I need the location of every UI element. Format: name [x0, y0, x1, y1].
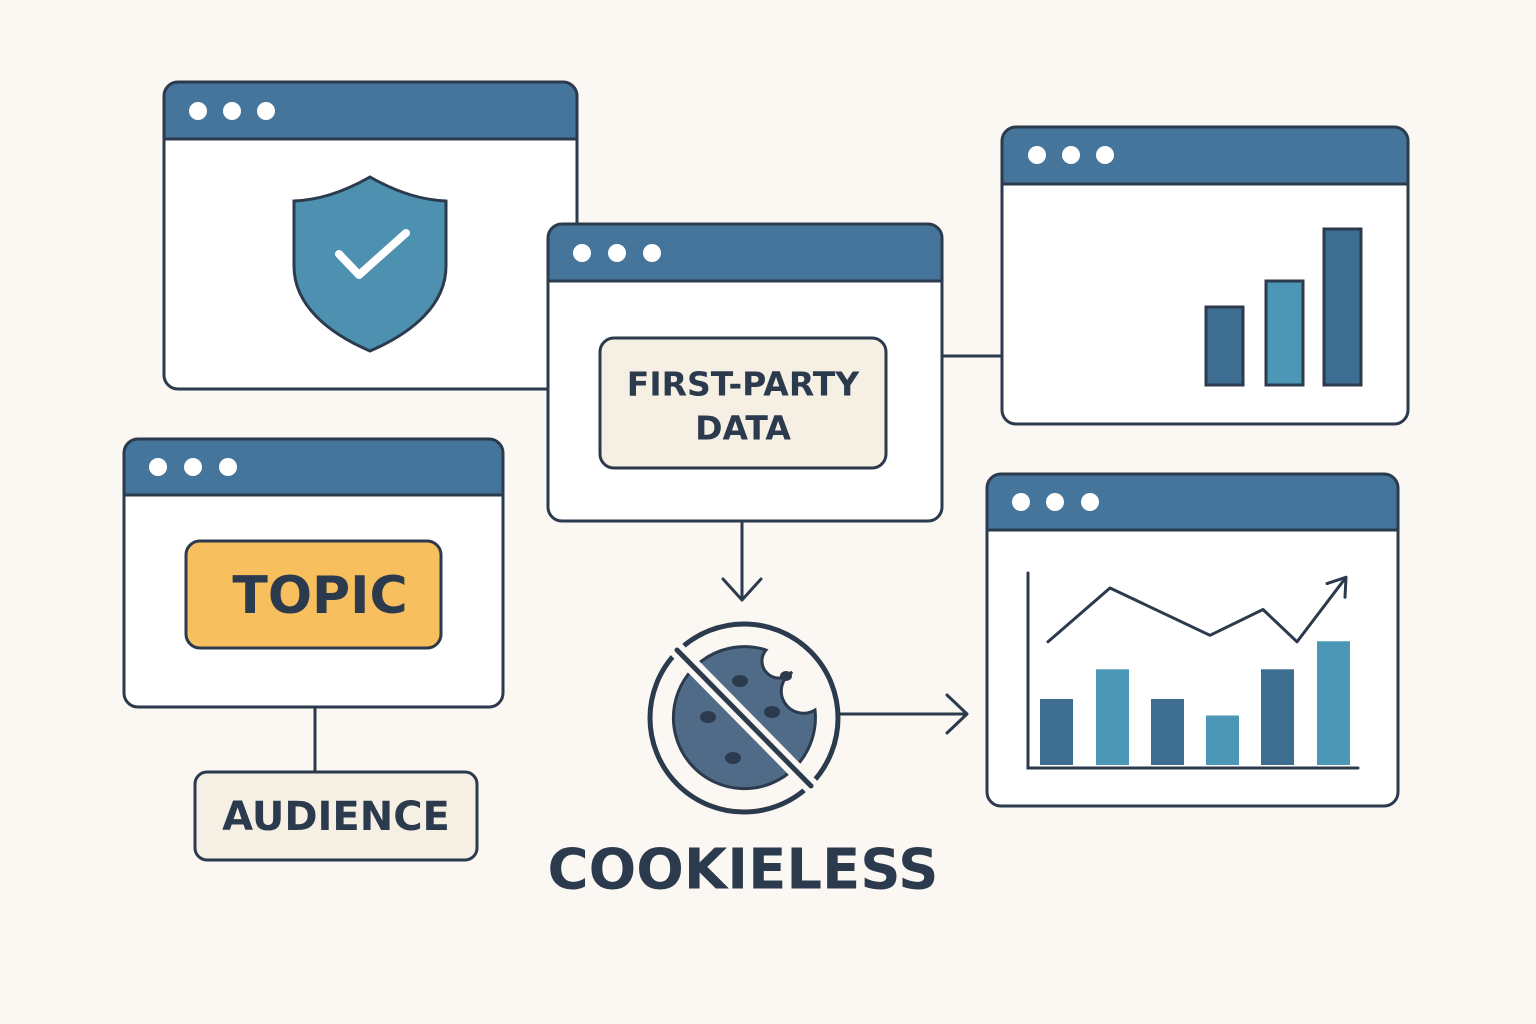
chart-axes: [1026, 571, 1360, 770]
topic-label: TOPIC: [232, 566, 407, 626]
bar: [1096, 669, 1129, 765]
bar: [1206, 715, 1239, 765]
window-titlebar: [124, 439, 503, 495]
window-dot: [573, 244, 591, 262]
first-party-label-line2: DATA: [695, 409, 791, 448]
window-dot: [257, 102, 275, 120]
bar: [1317, 641, 1350, 765]
no-cookie-icon: [647, 621, 841, 815]
window-titlebar: [548, 224, 942, 281]
arrow-right-icon: [945, 693, 969, 735]
window-dot: [149, 458, 167, 476]
window-dot: [223, 102, 241, 120]
first-party-label-line1: FIRST-PARTY: [627, 365, 860, 404]
trend-line: [1046, 575, 1348, 644]
window-dot: [219, 458, 237, 476]
trend-arrow-head: [1325, 575, 1348, 599]
window-dot: [1096, 146, 1114, 164]
first-party-data-box: [598, 336, 888, 470]
arrow-down-icon: [721, 577, 763, 602]
first-party-data-window: FIRST-PARTY DATA: [546, 222, 944, 523]
bar: [1264, 279, 1305, 387]
window-dot: [608, 244, 626, 262]
window-dot: [643, 244, 661, 262]
window-dot: [189, 102, 207, 120]
audience-node: AUDIENCE: [193, 770, 479, 862]
bar: [1261, 669, 1294, 765]
window-dot: [1062, 146, 1080, 164]
window-dot: [184, 458, 202, 476]
bar: [1040, 699, 1073, 765]
bar: [1204, 305, 1245, 387]
bar-chart: [1204, 227, 1363, 387]
window-dot: [1081, 493, 1099, 511]
bar: [1322, 227, 1363, 387]
trend-bar-chart: [1040, 641, 1350, 765]
cookieless-label: COOKIELESS: [548, 838, 939, 903]
window-dot: [1028, 146, 1046, 164]
bar: [1151, 699, 1184, 765]
trend-chart-window: [985, 472, 1400, 808]
trend-line-path: [1046, 575, 1348, 644]
audience-label: AUDIENCE: [222, 794, 450, 840]
audience-box: [193, 770, 479, 862]
shield-check-icon: [292, 175, 448, 353]
topic-window: TOPIC: [122, 437, 505, 709]
topic-badge: [184, 539, 443, 650]
bar-chart-window: [1000, 125, 1410, 426]
security-window: [162, 80, 579, 391]
window-dot: [1012, 493, 1030, 511]
window-dot: [1046, 493, 1064, 511]
